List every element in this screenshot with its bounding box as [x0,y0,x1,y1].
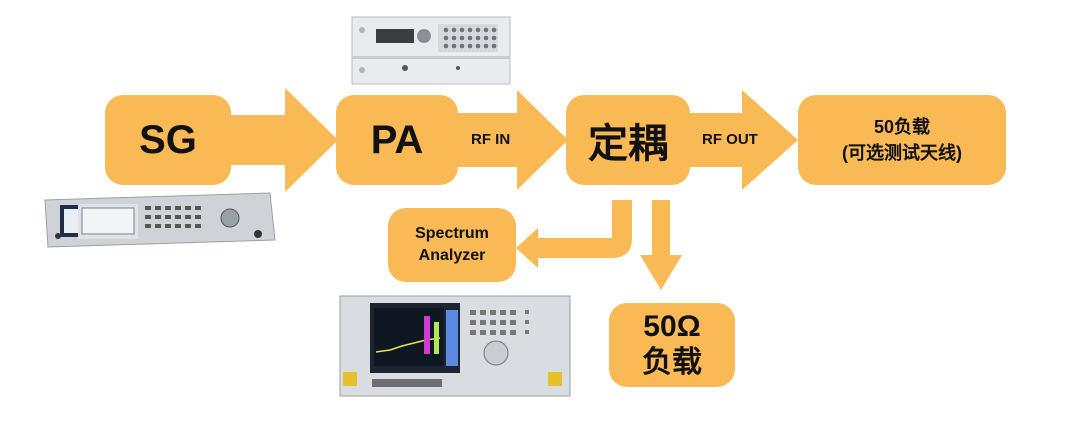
arrow-coupler-to-ohm-load [640,200,682,290]
rf-in-label: RF IN [471,131,511,148]
spectrum-analyzer-label-line2: Analyzer [418,247,486,264]
load-label-line1: 50负载 [873,117,931,137]
signal-generator-block: SG [105,95,231,185]
arrow-pa-to-coupler [455,90,568,190]
ohm-load-label-line1: 50Ω [643,310,701,343]
arrow-coupler-to-analyzer [516,200,632,268]
power-amplifier-label: PA [370,117,424,162]
ohm-load-block: 50Ω 负载 [609,303,735,387]
power-amplifier-device [351,16,511,85]
signal-generator-label: SG [139,117,197,162]
rf-out-label: RF OUT [702,131,758,148]
power-amplifier-block: PA [336,95,458,185]
coupler-label: 定耦 [588,122,668,166]
load-label-line2: (可选测试天线) [842,143,962,163]
spectrum-analyzer-device [339,295,571,397]
arrow-sg-to-pa [225,88,338,192]
arrow-coupler-to-load [688,90,798,190]
load-block: 50负载 (可选测试天线) [798,95,1006,185]
coupler-block: 定耦 [566,95,690,185]
spectrum-analyzer-label-line1: Spectrum [415,225,489,242]
spectrum-analyzer-block: Spectrum Analyzer [388,208,516,282]
ohm-load-label-line2: 负载 [642,346,702,379]
signal-generator-device [44,192,276,248]
